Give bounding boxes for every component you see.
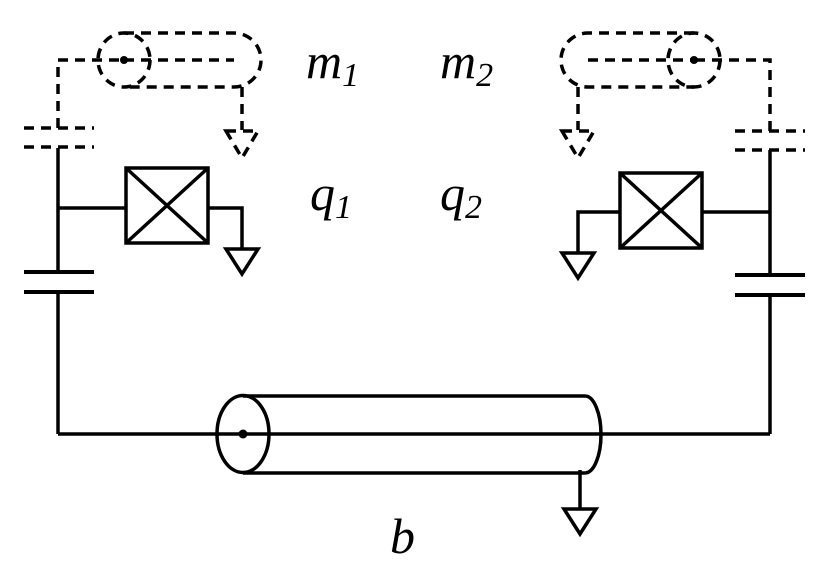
measurement-1-circuit <box>24 31 263 162</box>
bus-center-pin <box>238 429 248 439</box>
qubit-2-circuit <box>558 150 805 434</box>
label-q2: q2 <box>440 165 482 226</box>
readout-1-center-pin <box>120 56 128 64</box>
readout-2-center-pin <box>690 56 698 64</box>
bus-cable <box>58 393 770 538</box>
qubit-1-ground-wire <box>208 206 244 248</box>
ground-measure-1-icon <box>222 129 262 162</box>
label-q1: q1 <box>310 165 352 226</box>
junction-1-icon <box>124 166 210 245</box>
measure-1-feed-wire <box>56 58 124 128</box>
ground-2-icon <box>558 251 598 282</box>
readout-cable-2-end <box>666 31 722 89</box>
measure-2-feed-wire <box>694 58 772 131</box>
qubit-1-circuit <box>24 148 262 434</box>
label-m2: m2 <box>440 33 493 94</box>
label-b: b <box>390 508 415 564</box>
ground-bus-icon <box>560 507 600 538</box>
bus-cable-far-end <box>584 394 603 475</box>
ground-measure-2-icon <box>558 129 598 162</box>
label-m1: m1 <box>306 33 359 94</box>
qubit-2-ground-wire <box>576 210 620 252</box>
measurement-2-circuit <box>558 31 805 162</box>
ground-1-icon <box>222 247 262 278</box>
junction-2-icon <box>618 171 704 250</box>
